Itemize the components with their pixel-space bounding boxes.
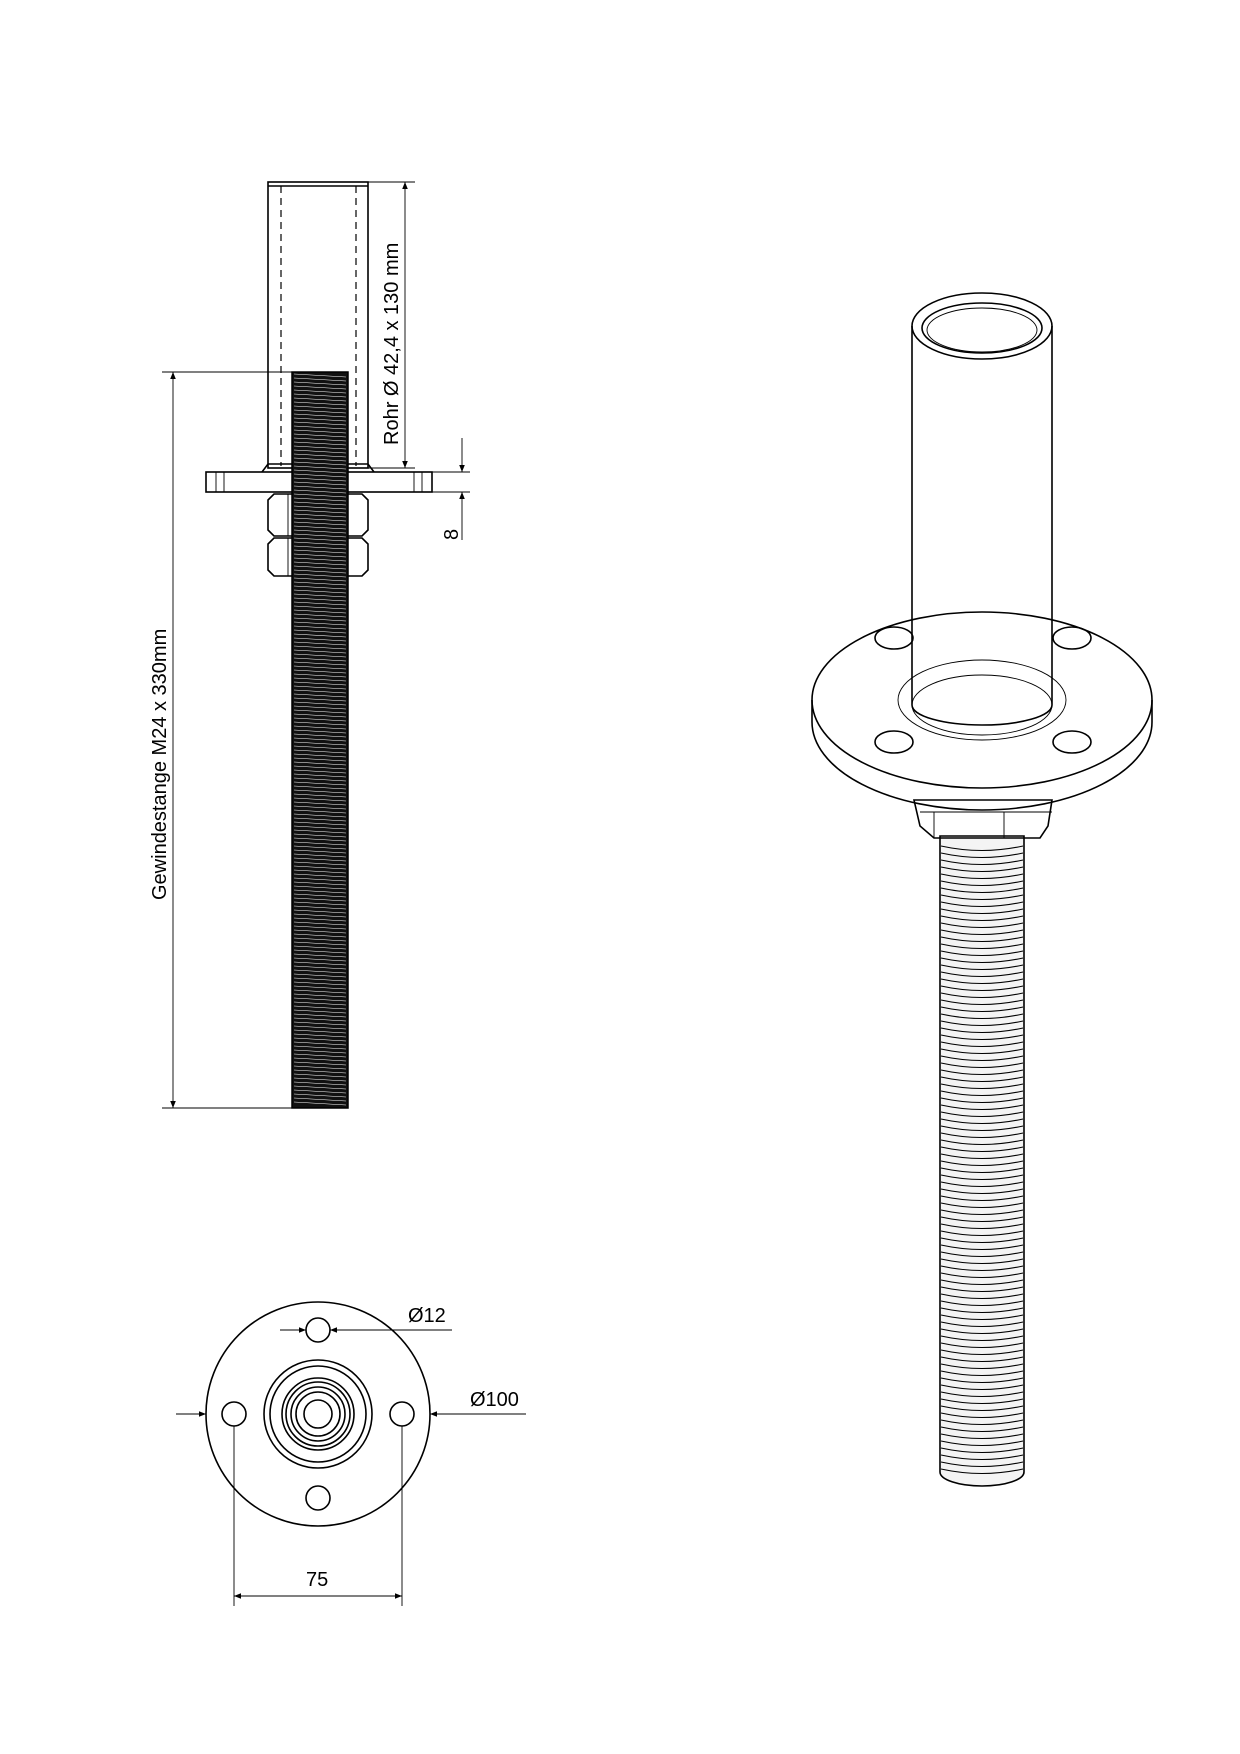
hole-dimension: Ø12 bbox=[280, 1305, 452, 1333]
plate-thickness-label: 8 bbox=[441, 529, 463, 540]
isometric-view bbox=[811, 292, 1153, 1487]
flange-iso bbox=[811, 611, 1153, 811]
plate-diameter-dimension: Ø100 bbox=[176, 1389, 526, 1417]
hole-spacing-dimension: 75 bbox=[233, 1426, 403, 1606]
top-view: Ø12 Ø100 75 bbox=[176, 1301, 526, 1606]
plate-thickness-dimension: 8 bbox=[432, 438, 470, 540]
pipe-dimension-label: Rohr Ø 42,4 x 130 mm bbox=[381, 243, 403, 445]
side-view: Rohr Ø 42,4 x 130 mm Gewindestange M24 x… bbox=[149, 181, 470, 1109]
hex-nut-iso bbox=[912, 799, 1053, 839]
rod-dimension: Gewindestange M24 x 330mm bbox=[149, 371, 295, 1109]
pipe-dimension: Rohr Ø 42,4 x 130 mm bbox=[368, 182, 415, 469]
hole-spacing-label: 75 bbox=[306, 1569, 328, 1591]
hole-dimension-label: Ø12 bbox=[408, 1305, 446, 1327]
threaded-rod-side bbox=[291, 371, 349, 1109]
threaded-rod-iso bbox=[939, 835, 1025, 1487]
pipe-iso bbox=[911, 292, 1053, 726]
plate-diameter-label: Ø100 bbox=[470, 1389, 519, 1411]
flange-outline-top bbox=[205, 1301, 431, 1527]
bolt-holes-top bbox=[221, 1317, 415, 1511]
rod-dimension-label: Gewindestange M24 x 330mm bbox=[149, 629, 171, 900]
